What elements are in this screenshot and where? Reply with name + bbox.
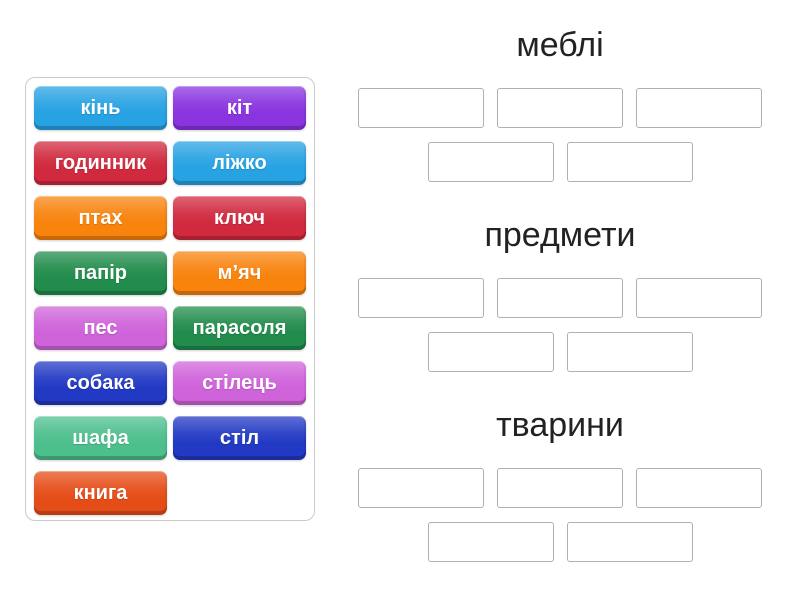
word-tile-label: кінь [80, 97, 121, 119]
drop-slot[interactable] [358, 88, 484, 128]
word-tile[interactable]: годинник [34, 141, 167, 185]
drop-slot[interactable] [427, 332, 554, 372]
drop-slot[interactable] [497, 88, 623, 128]
word-tile[interactable]: папір [34, 251, 167, 295]
word-tile-label: парасоля [192, 317, 287, 339]
drop-slot[interactable] [427, 142, 554, 182]
category-title: предмети [484, 216, 636, 254]
drop-slot[interactable] [427, 522, 554, 562]
word-tile[interactable]: стілець [173, 361, 306, 405]
drop-slots [340, 468, 780, 562]
word-tile[interactable]: пес [34, 306, 167, 350]
drop-slot[interactable] [566, 142, 693, 182]
word-tile-label: пес [83, 317, 118, 339]
word-tile-label: годинник [54, 152, 147, 174]
word-tile[interactable]: книга [34, 471, 167, 515]
word-tile-label: кіт [226, 97, 253, 119]
word-tile[interactable]: парасоля [173, 306, 306, 350]
category-groups: меблі предмети тварини [340, 0, 780, 594]
drop-slot[interactable] [636, 88, 762, 128]
word-tile[interactable]: птах [34, 196, 167, 240]
word-tile[interactable]: кіт [173, 86, 306, 130]
word-tile-label: ліжко [212, 152, 267, 174]
word-tile-label: собака [66, 372, 135, 394]
word-tile-panel: кінь кіт годинник ліжко птах ключ папір … [25, 77, 315, 521]
word-tile[interactable]: ключ [173, 196, 306, 240]
word-tile-label: папір [73, 262, 128, 284]
category-group: тварини [340, 404, 780, 562]
drop-slot[interactable] [497, 468, 623, 508]
category-title: меблі [516, 26, 604, 64]
word-tile-label: стіл [219, 427, 260, 449]
drop-slot[interactable] [566, 332, 693, 372]
word-tile[interactable]: собака [34, 361, 167, 405]
drop-slot[interactable] [358, 468, 484, 508]
word-tile[interactable]: кінь [34, 86, 167, 130]
word-tile-label: м’яч [217, 262, 262, 284]
word-tile[interactable]: стіл [173, 416, 306, 460]
word-tile[interactable]: ліжко [173, 141, 306, 185]
drop-slots [340, 278, 780, 372]
drop-slots [340, 88, 780, 182]
category-group: меблі [340, 24, 780, 182]
word-tile-label: стілець [202, 372, 277, 394]
word-tile-label: птах [78, 207, 123, 229]
drop-slot[interactable] [566, 522, 693, 562]
word-tile-label: книга [73, 482, 128, 504]
drop-slot[interactable] [358, 278, 484, 318]
category-title: тварини [496, 406, 624, 444]
word-tile[interactable]: шафа [34, 416, 167, 460]
word-tile-label: ключ [214, 207, 265, 229]
drop-slot[interactable] [497, 278, 623, 318]
category-group: предмети [340, 214, 780, 372]
drop-slot[interactable] [636, 278, 762, 318]
word-tile-label: шафа [72, 427, 129, 449]
word-tile[interactable]: м’яч [173, 251, 306, 295]
drop-slot[interactable] [636, 468, 762, 508]
